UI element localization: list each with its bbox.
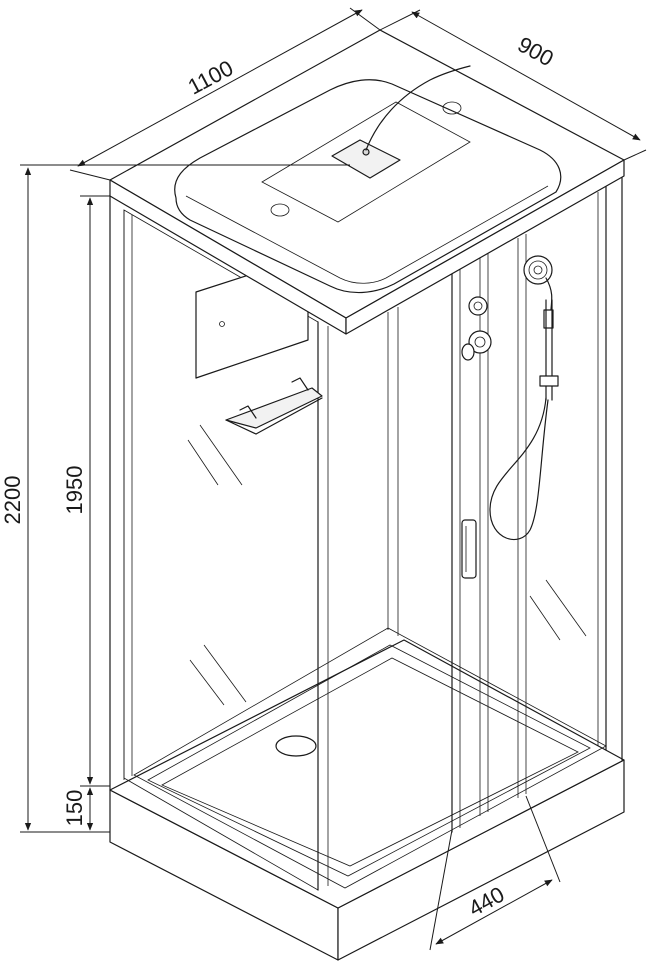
hand-shower	[489, 255, 559, 540]
dimension-tray-height: 150	[62, 787, 94, 831]
dimension-tray-height-label: 150	[62, 790, 87, 827]
shelf	[225, 377, 323, 435]
left-glass-wall	[109, 194, 329, 891]
dimension-depth-label: 900	[514, 32, 558, 72]
dimension-total-height-label: 2200	[0, 476, 25, 525]
drain	[275, 735, 317, 757]
right-glass-wall	[517, 174, 623, 798]
glass-reflections	[187, 424, 587, 706]
rear-wall	[387, 307, 399, 636]
dimension-cabin-height: 1950	[62, 197, 94, 785]
dimension-total-height: 2200	[0, 167, 32, 831]
mixer-controls	[461, 296, 492, 361]
shower-tray-base	[109, 639, 625, 961]
dimension-cabin-height-label: 1950	[62, 466, 87, 515]
